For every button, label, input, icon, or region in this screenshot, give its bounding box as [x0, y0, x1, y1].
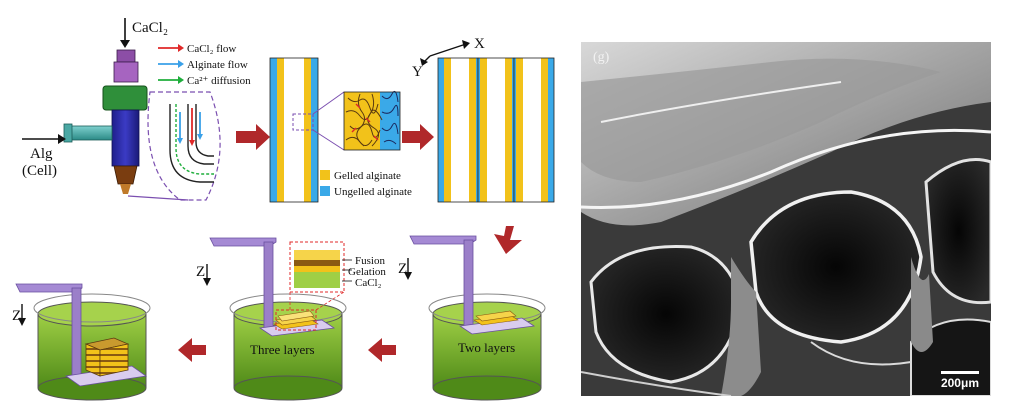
- bath-final-z-label: Z: [12, 308, 21, 324]
- sem-panel-letter: (g): [593, 50, 610, 65]
- zoom-line: [127, 195, 189, 201]
- nozzle-collar: [102, 85, 148, 111]
- side-inlet-cap: [63, 123, 73, 143]
- legend-gelled-alginate: Gelled alginate: [334, 170, 401, 182]
- nozzle-body: [111, 109, 140, 167]
- filament-zoom-line-bottom: [312, 129, 345, 151]
- cacl2-inlet-arrowhead: [120, 40, 130, 48]
- process-arrow-4: [368, 338, 396, 362]
- cacl2-inlet-label: CaCl₂: [132, 20, 168, 36]
- nozzle-tip: [113, 165, 138, 185]
- xy-axis: X Y: [412, 36, 485, 80]
- layer-legend-gelation: Gelation: [348, 266, 386, 278]
- bath-two-layers: Two layers Z: [398, 235, 546, 401]
- alg-inlet-label: Alg: [30, 146, 53, 162]
- bath-three-layers-z-label: Z: [196, 264, 205, 280]
- sem-micrograph: (g) 200μm: [581, 42, 991, 396]
- sem-scale-bar: 200μm: [941, 371, 979, 390]
- cell-inlet-label: (Cell): [22, 163, 57, 179]
- filament-zoom-box: [292, 113, 314, 131]
- gelled-alginate-swatch: [320, 170, 330, 180]
- layer-zoom-callout: Fusion Gelation CaCl₂: [289, 241, 386, 311]
- nozzle-top-fitting: [113, 61, 139, 83]
- bath-two-layers-z-label: Z: [398, 261, 407, 277]
- nozzle-zoom-callout: [147, 91, 221, 201]
- filament: [437, 57, 479, 203]
- axis-y-label: Y: [412, 64, 423, 80]
- sem-image: [581, 42, 991, 396]
- legend-cacl2-flow: CaCl₂ flow: [187, 43, 236, 55]
- process-arrow-3: [494, 226, 522, 254]
- bath-three-layers: Three layers Z: [196, 237, 347, 401]
- alginate-flow-key-head: [178, 60, 184, 68]
- alg-inlet-arrowhead: [58, 134, 66, 144]
- gel-legend: Gelled alginate Ungelled alginate: [320, 170, 412, 198]
- axis-x-label: X: [474, 36, 485, 52]
- ca-diffusion-key-head: [178, 76, 184, 84]
- nozzle-cross-section: [169, 104, 214, 183]
- flow-legend: CaCl₂ flow Alginate flow Ca²⁺ diffusion: [158, 43, 251, 87]
- coaxial-nozzle: CaCl₂ Alg (Cell): [22, 18, 168, 194]
- bath-two-layers-caption: Two layers: [458, 340, 515, 355]
- bath-final-construct: Z: [12, 283, 151, 401]
- bath-three-layers-caption: Three layers: [250, 342, 315, 357]
- cacl2-flow-key-head: [178, 44, 184, 52]
- legend-alginate-flow: Alginate flow: [187, 59, 248, 71]
- nozzle-side-inlet: [67, 125, 113, 141]
- legend-ungelled-alginate: Ungelled alginate: [334, 186, 412, 198]
- nozzle-cap: [116, 49, 136, 63]
- crosslink-network-zoom: [343, 90, 401, 151]
- process-arrow-2: [402, 124, 434, 150]
- filament: [513, 57, 555, 203]
- filament-array: [437, 57, 555, 203]
- layer-legend-cacl2: CaCl₂: [355, 277, 382, 289]
- nozzle-tip-end: [120, 184, 131, 194]
- filament: [477, 57, 515, 203]
- filament-zoom-line-top: [312, 91, 345, 115]
- layer-legend-fusion: Fusion: [355, 255, 385, 267]
- process-arrow-5: [178, 338, 206, 362]
- process-arrow-1: [236, 124, 270, 150]
- ungelled-alginate-swatch: [320, 186, 330, 196]
- single-filament: [269, 57, 345, 203]
- legend-ca-diffusion: Ca²⁺ diffusion: [187, 75, 251, 87]
- layer-zoom-box: [275, 309, 317, 331]
- scale-bar-line: [940, 371, 979, 374]
- scale-bar-label: 200μm: [940, 376, 979, 390]
